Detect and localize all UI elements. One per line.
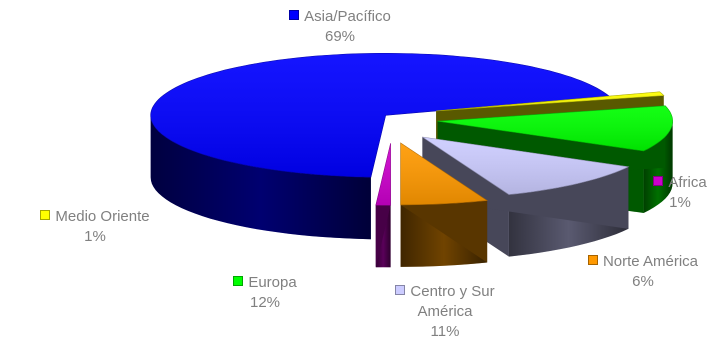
- slice-name: Norte América: [602, 253, 699, 270]
- legend-swatch-asia-pacifico: [289, 10, 300, 20]
- slice-label-centro-sur-america: Centro y Sur América 11%: [370, 282, 520, 342]
- slice-top-shade: [436, 91, 664, 111]
- legend-swatch-medio-oriente: [40, 210, 51, 220]
- slice-label-africa: Africa 1%: [640, 173, 720, 213]
- slice-side-shade: [150, 115, 371, 240]
- slice-percent: 12%: [249, 294, 281, 311]
- slice-percent: 1%: [669, 194, 691, 211]
- slice-top-shade: [400, 142, 488, 205]
- slice-name-line-1: Centro y Sur: [410, 283, 495, 300]
- slice-top-shade: [375, 143, 391, 206]
- legend-swatch-norte-america: [587, 255, 598, 265]
- slice-label-norte-america: Norte América 6%: [566, 252, 720, 292]
- slice-percent: 1%: [84, 228, 106, 245]
- slice-name: Asia/Pacífico: [304, 8, 391, 25]
- legend-swatch-africa: [653, 176, 664, 186]
- slice-name: Africa: [668, 174, 707, 191]
- slice-name: Medio Oriente: [55, 208, 150, 225]
- slice-percent: 6%: [632, 273, 654, 290]
- legend-swatch-europa: [233, 276, 244, 286]
- pie-slice-centro-y-sur-am-rica: [422, 136, 630, 257]
- slice-top-shade: [150, 53, 610, 178]
- slice-top-shade: [422, 137, 629, 195]
- slice-top-shade: [437, 105, 673, 151]
- slice-label-asia-pacifico: Asia/Pacífico 69%: [250, 7, 430, 47]
- slice-label-europa: Europa 12%: [210, 273, 320, 313]
- pie-slice-asia-pac-fico: [150, 53, 611, 240]
- slice-label-medio-oriente: Medio Oriente 1%: [5, 207, 185, 247]
- slice-percent: 11%: [430, 323, 460, 340]
- pie-slice-norte-am-rica: [400, 142, 488, 267]
- slice-name: Europa: [248, 274, 297, 291]
- pie-slice-africa: [375, 143, 391, 268]
- legend-swatch-centro-sur-america: [395, 285, 406, 295]
- slice-name-line-2: América: [417, 303, 473, 320]
- slice-percent: 69%: [324, 28, 356, 45]
